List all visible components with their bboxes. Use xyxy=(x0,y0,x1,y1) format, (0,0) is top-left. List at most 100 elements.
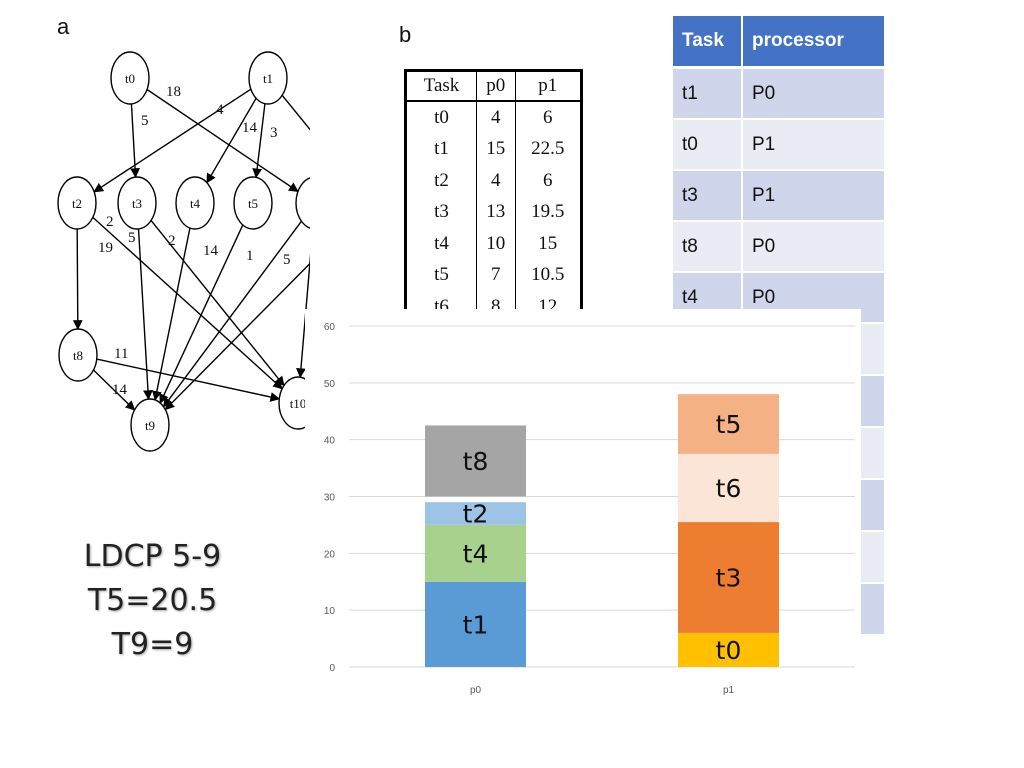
segment-label-t8: t8 xyxy=(463,447,489,476)
segment-label-t2: t2 xyxy=(463,500,489,529)
edge-t0-t6 xyxy=(146,88,299,193)
node-label-t10: t10 xyxy=(290,396,307,411)
node-t1 xyxy=(248,51,288,105)
bar-segment-p0-t4 xyxy=(425,524,526,582)
node-label-t2: t2 xyxy=(72,196,82,211)
cost-header-task: Task xyxy=(407,72,477,102)
y-tick-label: 40 xyxy=(324,436,336,447)
node-label-t3: t3 xyxy=(132,196,142,211)
bar-segment-p1-t6 xyxy=(678,453,779,523)
panel-label-b: b xyxy=(399,22,412,47)
edge-weight-t0-t6: 18 xyxy=(166,84,181,100)
panel-label-a: a xyxy=(57,14,70,39)
y-tick-label: 50 xyxy=(324,379,336,390)
edge-weight-t2-t10: 2 xyxy=(106,214,114,230)
task-graph: 5184143171925214151011411 t0t1t2t3t4t5t6… xyxy=(57,51,310,452)
edge-t1-t4 xyxy=(206,97,257,184)
edge-t2-t8 xyxy=(72,228,83,330)
notes-line-3: T9=9 xyxy=(111,627,194,662)
x-tick-label-p0: p0 xyxy=(470,685,482,696)
segment-label-t0: t0 xyxy=(716,636,742,665)
cost-cell: 8 xyxy=(476,291,516,312)
edge-t6-t10 xyxy=(296,253,310,379)
cost-header-p1: p1 xyxy=(514,72,580,102)
edge-weight-t8-t9: 14 xyxy=(112,382,128,398)
x-tick-label-p1: p1 xyxy=(723,685,735,696)
node-t10 xyxy=(278,376,310,430)
edge-t1-t2 xyxy=(93,88,252,193)
y-tick-label: 20 xyxy=(324,549,336,560)
cost-cell: t4 xyxy=(434,232,449,254)
segment-label-t4: t4 xyxy=(463,539,489,568)
node-t6 xyxy=(295,177,310,229)
node-t0 xyxy=(110,51,150,105)
cost-cell: 6 xyxy=(514,101,580,134)
cost-cell: t6 xyxy=(434,295,449,312)
node-label-t1: t1 xyxy=(263,71,273,86)
segment-label-t5: t5 xyxy=(716,410,742,439)
edge-weight-t1-t4: 14 xyxy=(242,120,258,136)
edge-weight-t3-t9: 5 xyxy=(128,230,136,246)
edge-t1-t5 xyxy=(252,103,266,179)
edge-t8-t9 xyxy=(93,369,136,411)
cost-cell: 6 xyxy=(514,165,580,197)
node-t8 xyxy=(58,328,98,382)
cost-cell: t3 xyxy=(434,201,449,223)
segment-label-t1: t1 xyxy=(463,610,489,639)
y-tick-label: 60 xyxy=(324,322,336,333)
bar-segment-p0-t8 xyxy=(425,425,526,497)
edge-weight-t8-t10: 11 xyxy=(114,346,128,362)
bar-segment-p0-t1 xyxy=(425,581,526,667)
edge-weight-t3-t10: 2 xyxy=(168,233,176,249)
cost-cell: t1 xyxy=(434,138,449,160)
cost-cell: 19.5 xyxy=(514,196,580,228)
node-label-t5: t5 xyxy=(248,196,258,211)
node-label-t9: t9 xyxy=(145,418,155,433)
bar-segment-p0-t2 xyxy=(425,502,526,525)
edge-weight-t5-t9: 1 xyxy=(246,248,254,264)
cost-cell: 4 xyxy=(476,101,516,134)
segment-label-t3: t3 xyxy=(716,563,742,592)
assignment-cell: t0 xyxy=(673,119,743,171)
edge-weight-t0-t3: 5 xyxy=(141,113,149,129)
node-label-t4: t4 xyxy=(190,196,201,211)
cost-cell: t2 xyxy=(434,169,449,191)
edge-weight-t6-t9: 5 xyxy=(283,252,291,268)
y-tick-label: 0 xyxy=(329,663,335,674)
node-label-t8: t8 xyxy=(73,348,83,363)
edge-t3-t10 xyxy=(150,220,285,387)
cost-cell: 15 xyxy=(514,228,580,260)
assignment-header-processor: processor xyxy=(742,16,886,69)
node-t9 xyxy=(130,398,170,452)
notes-line-1: LDCP 5-9 xyxy=(83,539,222,574)
bar-segment-p1-t5 xyxy=(678,394,779,454)
assignment-cell: P1 xyxy=(742,119,886,171)
assignment-cell: t3 xyxy=(673,170,743,222)
node-t3 xyxy=(117,176,157,230)
cost-cell: t5 xyxy=(434,264,449,286)
edge-weight-t1-t5: 3 xyxy=(270,125,278,141)
edge-weight-t4-t9: 14 xyxy=(203,243,219,259)
assignment-cell: P0 xyxy=(742,67,886,120)
cost-cell: 13 xyxy=(476,196,516,228)
edge-t6-t9 xyxy=(162,220,303,408)
assignment-cell: t8 xyxy=(673,221,743,273)
cost-cell: 10 xyxy=(476,228,516,260)
cost-header-p0: p0 xyxy=(476,72,516,102)
bar-segment-p1-t3 xyxy=(678,522,779,633)
notes-block: LDCP 5-9 T5=20.5 T9=9 xyxy=(40,535,265,667)
cost-cell: t0 xyxy=(434,106,449,128)
node-t5 xyxy=(233,176,273,230)
cost-cell: 12 xyxy=(514,291,580,312)
